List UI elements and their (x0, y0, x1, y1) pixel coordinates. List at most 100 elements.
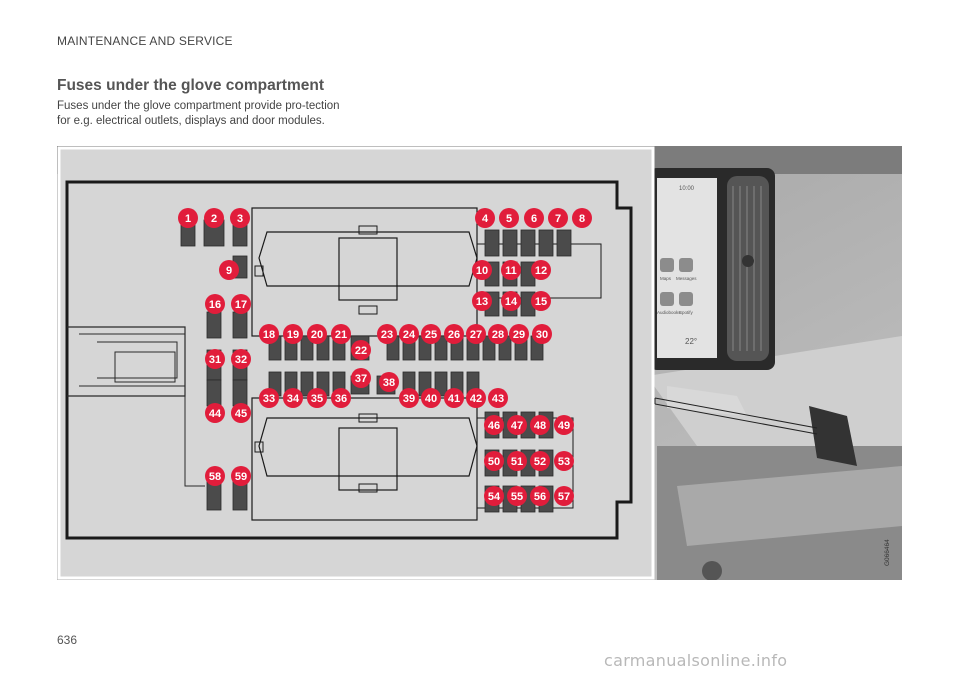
upper-relay (258, 231, 478, 287)
fuse-box-outline (65, 180, 633, 540)
callout-marker (307, 388, 327, 408)
fuse-slot (206, 311, 222, 339)
infotainment-screen: 10:00 Maps Messages Audiobooks Spotify 2… (649, 168, 775, 370)
callout-marker (501, 291, 521, 311)
callout-number: 59 (235, 471, 247, 483)
fuse-slot (502, 229, 518, 257)
figure-id: G066464 (884, 539, 891, 566)
callout-number: 15 (535, 296, 547, 308)
callout-marker (421, 324, 441, 344)
callout-marker (554, 451, 574, 471)
callout-number: 41 (448, 393, 460, 405)
callout-number: 7 (555, 213, 561, 225)
callout-number: 8 (579, 213, 585, 225)
callout-marker (399, 324, 419, 344)
fuse-slot (206, 379, 222, 407)
screen-app-spotify: Spotify (679, 310, 694, 315)
callout-marker (259, 324, 279, 344)
callout-number: 55 (511, 491, 523, 503)
callout-number: 10 (476, 265, 488, 277)
screen-app-audiobooks: Audiobooks (657, 310, 681, 315)
figure-id-label: G066464 (884, 539, 891, 566)
callout-number: 13 (476, 296, 488, 308)
screen-clock: 10:00 (679, 186, 695, 192)
fuse-box-in-car (809, 406, 857, 466)
callout-number: 20 (311, 329, 323, 341)
callout-marker (507, 486, 527, 506)
callout-number: 32 (235, 354, 247, 366)
callout-marker (484, 451, 504, 471)
fuse-slot (434, 371, 448, 397)
callout-number: 42 (470, 393, 482, 405)
screen-app-messages: Messages (676, 276, 697, 281)
callout-marker (331, 388, 351, 408)
screen-app-maps: Maps (660, 276, 672, 281)
callout-marker (444, 388, 464, 408)
callout-number: 57 (558, 491, 570, 503)
fuse-slot (232, 311, 248, 339)
callout-number: 48 (534, 420, 546, 432)
callout-marker (524, 208, 544, 228)
callout-marker (488, 388, 508, 408)
callout-marker (530, 486, 550, 506)
callout-number: 38 (383, 377, 395, 389)
callout-marker (377, 324, 397, 344)
callout-number: 11 (505, 265, 517, 277)
callout-number: 25 (425, 329, 437, 341)
callout-number: 29 (513, 329, 525, 341)
screen-temperature: 22° (685, 337, 697, 346)
callout-number: 27 (470, 329, 482, 341)
callout-marker (572, 208, 592, 228)
callout-marker (231, 403, 251, 423)
callout-number: 5 (506, 213, 512, 225)
callout-marker (230, 208, 250, 228)
intro-paragraph: Fuses under the glove compartment provid… (57, 100, 340, 127)
callout-number: 37 (355, 373, 367, 385)
callout-number: 43 (492, 393, 504, 405)
callout-number: 9 (226, 265, 232, 277)
fuse-slot (484, 229, 500, 257)
callout-number: 45 (235, 408, 247, 420)
callout-marker (444, 324, 464, 344)
callout-number: 26 (448, 329, 460, 341)
callout-number: 56 (534, 491, 546, 503)
callout-number: 47 (511, 420, 523, 432)
callout-number: 36 (335, 393, 347, 405)
callout-marker (231, 466, 251, 486)
fuse-slot (232, 379, 248, 407)
callout-marker (554, 486, 574, 506)
callout-marker (532, 324, 552, 344)
callout-number: 53 (558, 456, 570, 468)
section-header: MAINTENANCE AND SERVICE (57, 34, 233, 48)
callout-marker (205, 349, 225, 369)
callout-number: 17 (235, 299, 247, 311)
callout-number: 46 (488, 420, 500, 432)
callout-number: 18 (263, 329, 275, 341)
callout-marker (259, 388, 279, 408)
callout-marker (421, 388, 441, 408)
lower-relay (258, 417, 478, 477)
callout-marker (488, 324, 508, 344)
callout-number: 44 (209, 408, 222, 420)
callout-number: 34 (287, 393, 300, 405)
callout-number: 3 (237, 213, 243, 225)
callout-marker (499, 208, 519, 228)
callout-marker (530, 451, 550, 471)
page-number: 636 (57, 633, 78, 647)
callout-number: 51 (511, 456, 523, 468)
fuse-slot (300, 371, 314, 397)
page-title: Fuses under the glove compartment (57, 77, 324, 94)
callout-marker (379, 372, 399, 392)
fuse-slot (434, 335, 448, 361)
callout-number: 12 (535, 265, 547, 277)
callout-number: 31 (209, 354, 221, 366)
callout-marker (509, 324, 529, 344)
callout-marker (554, 415, 574, 435)
callout-marker (205, 403, 225, 423)
watermark: carmanualsonline.info (604, 651, 788, 670)
callout-marker (205, 466, 225, 486)
callout-number: 52 (534, 456, 546, 468)
callout-marker (507, 451, 527, 471)
callout-number: 49 (558, 420, 570, 432)
callout-marker (548, 208, 568, 228)
